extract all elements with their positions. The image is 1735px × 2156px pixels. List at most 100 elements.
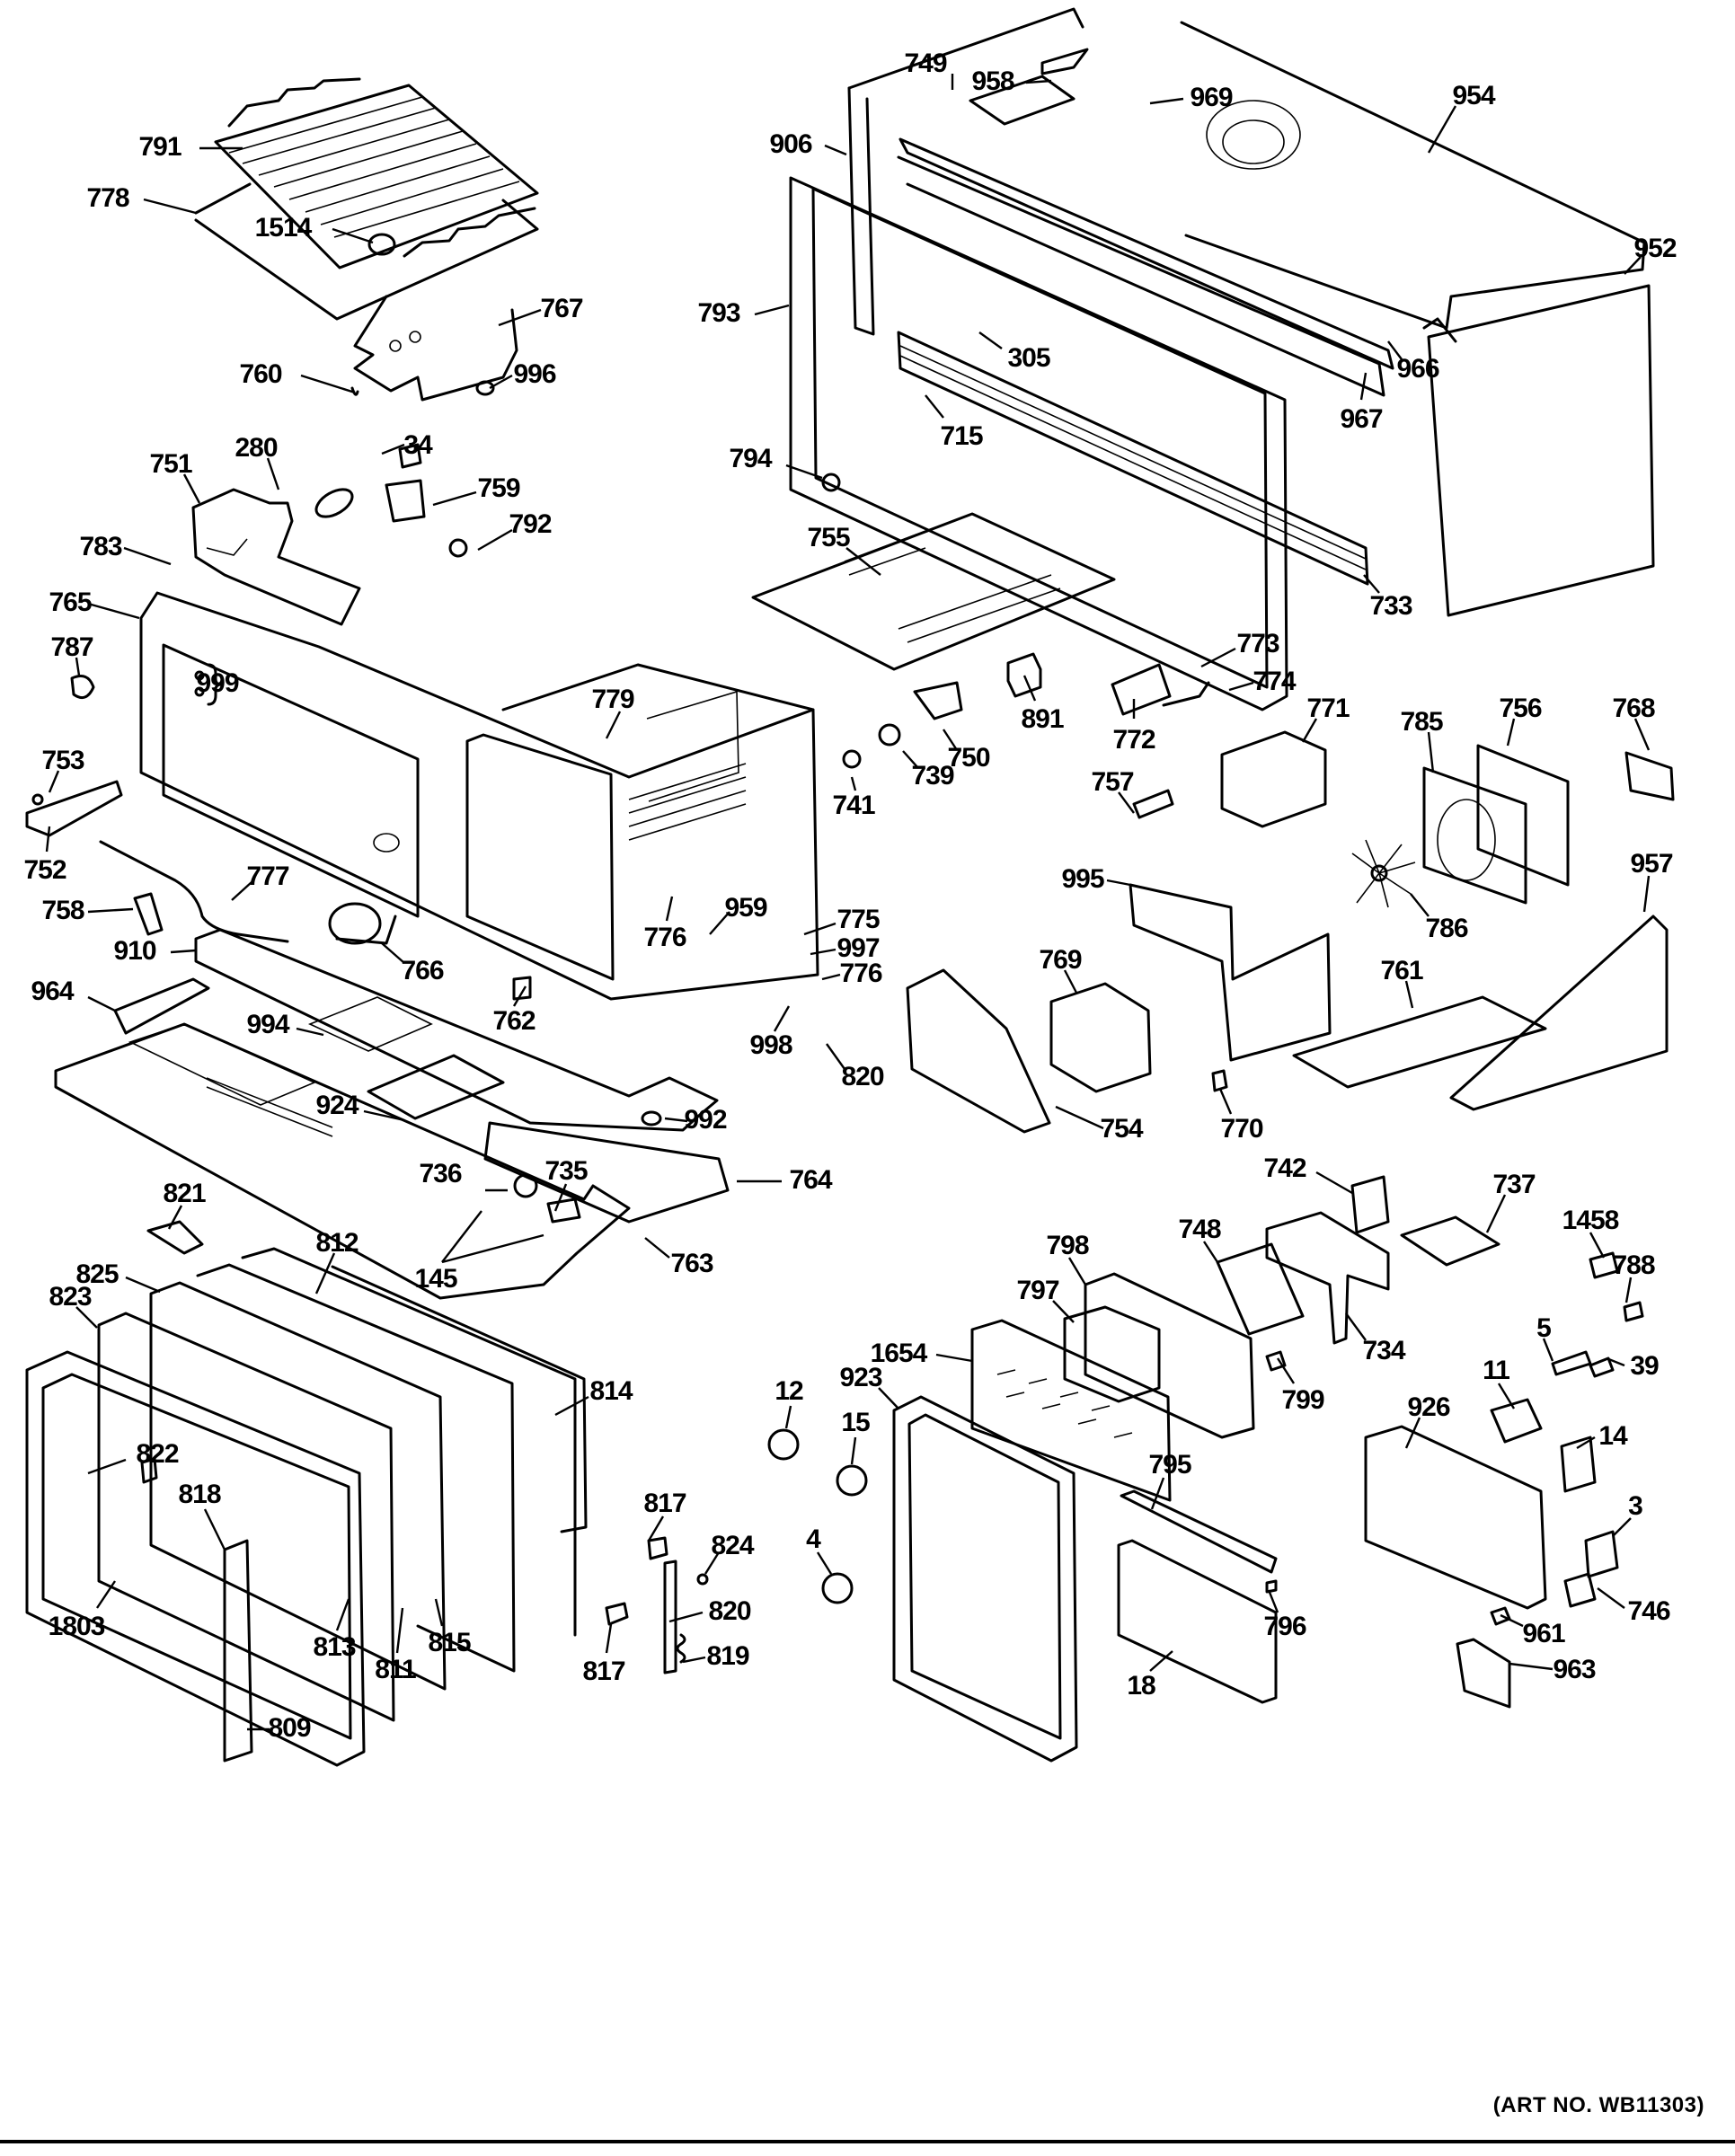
part-label-280[interactable]: 280 [235, 433, 278, 463]
part-label-797[interactable]: 797 [1016, 1276, 1059, 1305]
part-label-771[interactable]: 771 [1306, 694, 1350, 723]
part-label-750[interactable]: 750 [947, 743, 990, 773]
part-label-760[interactable]: 760 [239, 359, 282, 389]
part-label-820[interactable]: 820 [708, 1596, 751, 1626]
part-label-910[interactable]: 910 [113, 936, 156, 966]
part-label-34[interactable]: 34 [403, 430, 434, 460]
part-label-770[interactable]: 770 [1220, 1114, 1263, 1144]
part-label-145[interactable]: 145 [414, 1264, 457, 1294]
part-label-963[interactable]: 963 [1553, 1655, 1596, 1684]
part-label-906[interactable]: 906 [769, 129, 812, 159]
part-label-764[interactable]: 764 [789, 1165, 833, 1195]
part-label-817[interactable]: 817 [643, 1489, 686, 1518]
part-label-39[interactable]: 39 [1630, 1351, 1660, 1381]
part-label-11[interactable]: 11 [1483, 1356, 1510, 1385]
part-label-967[interactable]: 967 [1340, 404, 1383, 434]
part-label-756[interactable]: 756 [1499, 694, 1542, 723]
part-label-1803[interactable]: 1803 [49, 1612, 106, 1641]
part-label-820[interactable]: 820 [841, 1062, 884, 1091]
part-label-778[interactable]: 778 [86, 183, 129, 213]
part-label-749[interactable]: 749 [904, 49, 947, 78]
part-label-818[interactable]: 818 [178, 1480, 221, 1509]
part-label-758[interactable]: 758 [41, 896, 84, 925]
part-label-815[interactable]: 815 [428, 1628, 471, 1657]
part-label-994[interactable]: 994 [246, 1010, 290, 1039]
part-label-766[interactable]: 766 [401, 956, 444, 985]
part-label-775[interactable]: 775 [837, 905, 880, 934]
part-label-759[interactable]: 759 [477, 473, 520, 503]
part-label-823[interactable]: 823 [49, 1282, 92, 1312]
part-label-761[interactable]: 761 [1380, 956, 1423, 985]
part-label-819[interactable]: 819 [706, 1641, 749, 1671]
part-label-787[interactable]: 787 [50, 632, 93, 662]
part-label-305[interactable]: 305 [1007, 343, 1050, 373]
part-label-814[interactable]: 814 [589, 1376, 633, 1406]
part-label-794[interactable]: 794 [729, 444, 773, 473]
part-label-783[interactable]: 783 [79, 532, 122, 561]
part-label-779[interactable]: 779 [591, 685, 634, 714]
part-label-755[interactable]: 755 [807, 523, 850, 552]
part-label-746[interactable]: 746 [1627, 1596, 1670, 1626]
part-label-817[interactable]: 817 [582, 1657, 625, 1686]
part-label-923[interactable]: 923 [839, 1363, 882, 1392]
part-label-715[interactable]: 715 [940, 421, 983, 451]
part-label-742[interactable]: 742 [1263, 1153, 1306, 1183]
part-label-798[interactable]: 798 [1046, 1231, 1089, 1260]
part-label-998[interactable]: 998 [749, 1030, 792, 1060]
part-label-952[interactable]: 952 [1633, 234, 1677, 263]
part-label-18[interactable]: 18 [1127, 1671, 1156, 1701]
part-label-765[interactable]: 765 [49, 588, 92, 617]
part-label-992[interactable]: 992 [684, 1105, 727, 1135]
part-label-791[interactable]: 791 [138, 132, 181, 162]
part-label-4[interactable]: 4 [806, 1524, 822, 1554]
part-label-1654[interactable]: 1654 [871, 1339, 929, 1368]
part-label-824[interactable]: 824 [711, 1531, 755, 1560]
part-label-959[interactable]: 959 [724, 893, 767, 923]
part-label-966[interactable]: 966 [1396, 354, 1439, 384]
part-label-1458[interactable]: 1458 [1562, 1206, 1620, 1235]
part-label-809[interactable]: 809 [268, 1713, 311, 1743]
part-label-751[interactable]: 751 [149, 449, 192, 479]
part-label-995[interactable]: 995 [1061, 864, 1104, 894]
part-label-796[interactable]: 796 [1263, 1612, 1306, 1641]
part-label-1514[interactable]: 1514 [255, 213, 314, 243]
part-label-767[interactable]: 767 [540, 294, 583, 323]
part-label-793[interactable]: 793 [697, 298, 740, 328]
part-label-795[interactable]: 795 [1148, 1450, 1191, 1480]
part-label-763[interactable]: 763 [670, 1249, 713, 1278]
part-label-773[interactable]: 773 [1236, 629, 1279, 658]
part-label-786[interactable]: 786 [1425, 914, 1468, 943]
part-label-891[interactable]: 891 [1021, 704, 1064, 734]
part-label-813[interactable]: 813 [313, 1632, 356, 1662]
part-label-774[interactable]: 774 [1253, 667, 1297, 696]
part-label-825[interactable]: 825 [75, 1259, 119, 1289]
part-label-822[interactable]: 822 [136, 1439, 179, 1469]
part-label-811[interactable]: 811 [375, 1655, 417, 1684]
part-label-812[interactable]: 812 [315, 1228, 359, 1258]
part-label-736[interactable]: 736 [419, 1159, 462, 1188]
part-label-777[interactable]: 777 [246, 862, 289, 891]
part-label-788[interactable]: 788 [1612, 1250, 1655, 1280]
part-label-954[interactable]: 954 [1452, 81, 1496, 110]
part-label-769[interactable]: 769 [1039, 945, 1082, 975]
part-label-762[interactable]: 762 [492, 1006, 536, 1036]
part-label-926[interactable]: 926 [1407, 1392, 1450, 1422]
part-label-748[interactable]: 748 [1178, 1215, 1221, 1244]
part-label-733[interactable]: 733 [1369, 591, 1412, 621]
part-label-961[interactable]: 961 [1522, 1619, 1565, 1648]
part-label-958[interactable]: 958 [971, 66, 1014, 96]
part-label-752[interactable]: 752 [23, 855, 66, 885]
part-label-753[interactable]: 753 [41, 746, 84, 775]
part-label-768[interactable]: 768 [1612, 694, 1655, 723]
part-label-734[interactable]: 734 [1362, 1336, 1406, 1365]
part-label-737[interactable]: 737 [1492, 1170, 1536, 1199]
part-label-14[interactable]: 14 [1598, 1421, 1629, 1451]
part-label-739[interactable]: 739 [911, 761, 954, 791]
part-label-754[interactable]: 754 [1100, 1114, 1144, 1144]
part-label-964[interactable]: 964 [31, 976, 75, 1006]
part-label-785[interactable]: 785 [1400, 707, 1443, 737]
part-label-997[interactable]: 997 [837, 933, 880, 963]
part-label-5[interactable]: 5 [1536, 1313, 1552, 1343]
part-label-924[interactable]: 924 [315, 1091, 359, 1120]
part-label-969[interactable]: 969 [1190, 83, 1233, 112]
